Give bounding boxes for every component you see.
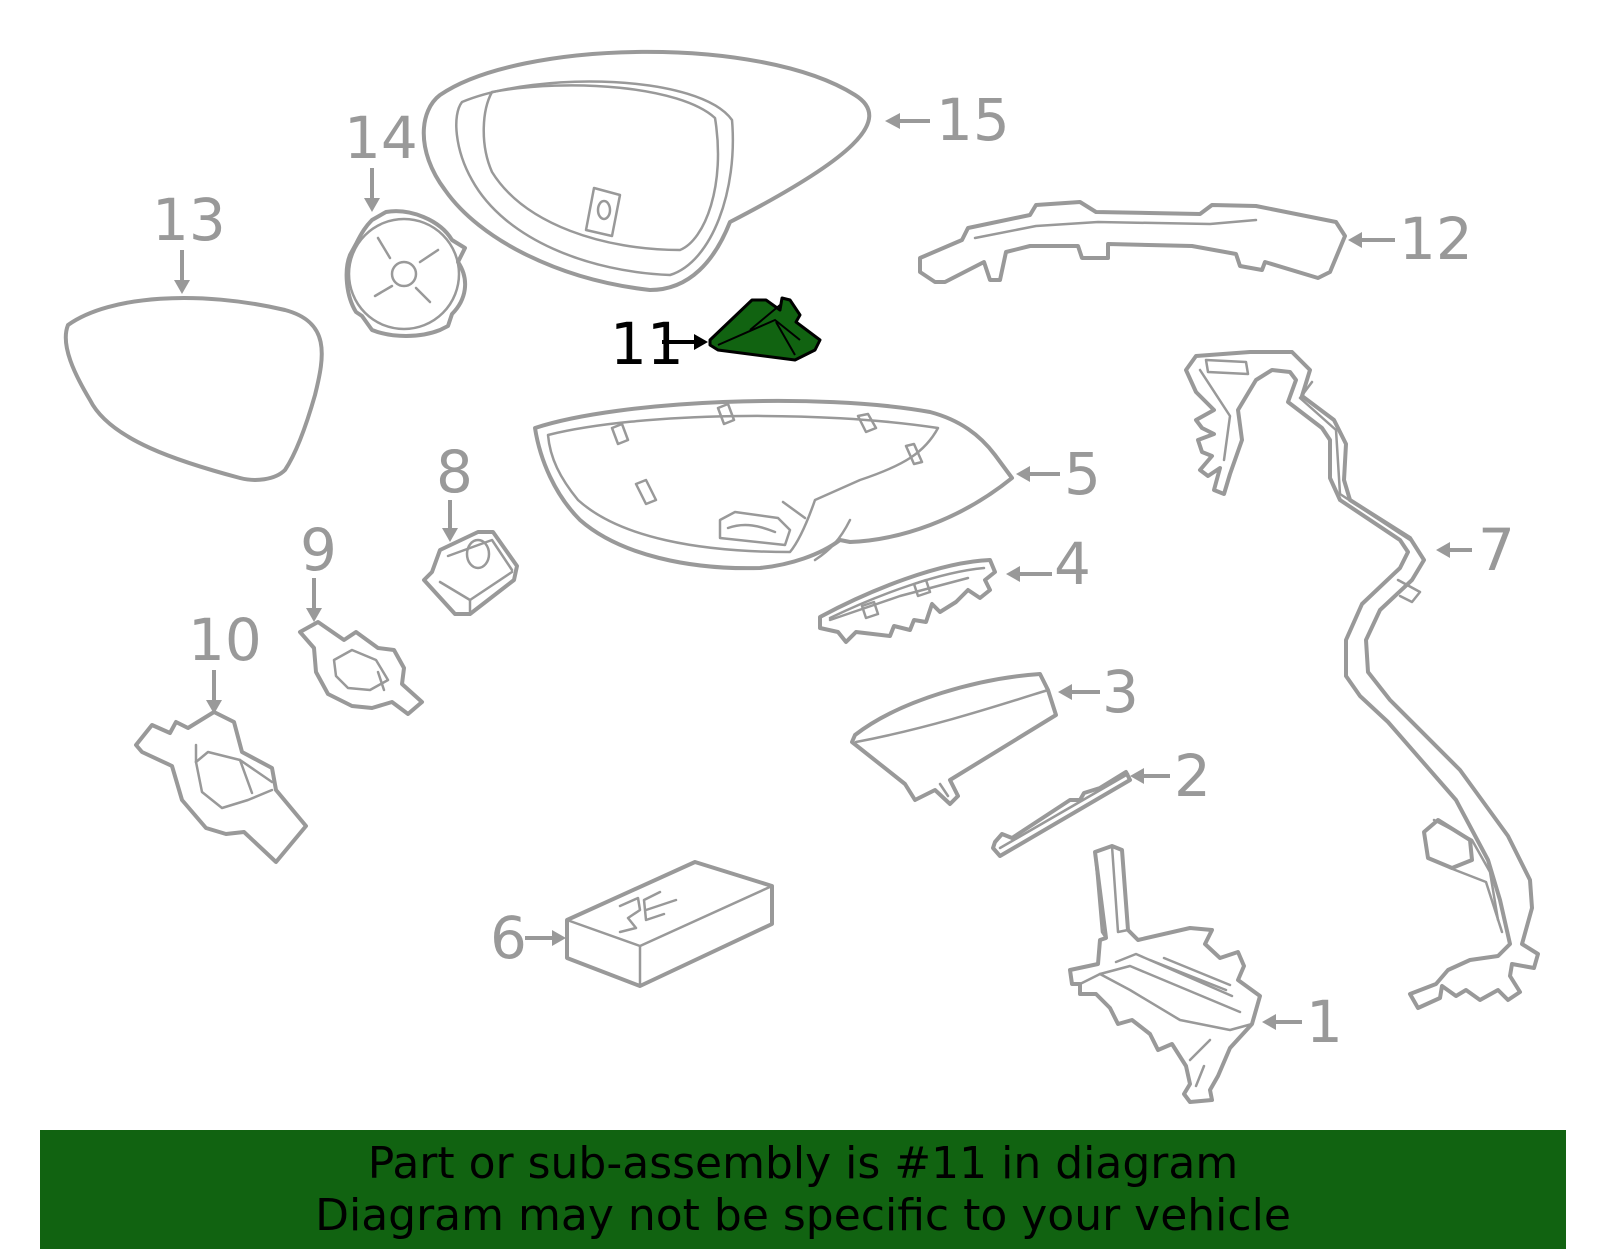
- callout-13: 13: [152, 186, 226, 254]
- part-14-actuator-disk[interactable]: [344, 209, 468, 338]
- part-2-strip[interactable]: [991, 770, 1132, 858]
- part-11-highlighted[interactable]: [708, 296, 822, 362]
- part-3-signal-lens[interactable]: [850, 672, 1058, 806]
- part-7-wiring-harness[interactable]: [1184, 350, 1540, 1010]
- part-8-connector-block[interactable]: [422, 530, 519, 616]
- callout-7: 7: [1478, 516, 1515, 584]
- banner-line-1: Part or sub-assembly is #11 in diagram: [367, 1137, 1239, 1189]
- callout-8: 8: [436, 438, 473, 506]
- part-10-large-gasket[interactable]: [134, 710, 308, 864]
- callout-14: 14: [344, 104, 418, 172]
- part-4-frame[interactable]: [818, 558, 997, 644]
- callout-labels: 15 14 13 12 11 5 8 9 4 7 10 3 2 6 1: [152, 86, 1515, 1056]
- callout-6: 6: [490, 904, 527, 972]
- callout-1: 1: [1306, 988, 1343, 1056]
- callout-5: 5: [1064, 440, 1101, 508]
- part-5-lower-cover[interactable]: [533, 398, 1014, 571]
- callout-9: 9: [300, 516, 337, 584]
- callout-10: 10: [188, 606, 262, 674]
- part-13-mirror-glass[interactable]: [63, 296, 324, 482]
- part-15-mirror-housing[interactable]: [421, 49, 872, 292]
- info-banner: Part or sub-assembly is #11 in diagram D…: [40, 1130, 1566, 1249]
- leader-lines: [174, 113, 1472, 1030]
- callout-4: 4: [1054, 530, 1091, 598]
- part-12-trim-strip[interactable]: [918, 200, 1347, 284]
- part-6-box[interactable]: [565, 860, 774, 988]
- callout-2: 2: [1174, 742, 1211, 810]
- part-9-gasket[interactable]: [298, 620, 424, 716]
- callout-12: 12: [1399, 205, 1473, 273]
- parts-diagram: 15 14 13 12 11 5 8 9 4 7 10 3 2 6 1: [63, 49, 1540, 1104]
- part-1-motor-assembly[interactable]: [1068, 844, 1262, 1104]
- callout-11: 11: [610, 310, 684, 378]
- callout-3: 3: [1102, 658, 1139, 726]
- callout-15: 15: [936, 86, 1010, 154]
- banner-line-2: Diagram may not be specific to your vehi…: [315, 1189, 1291, 1241]
